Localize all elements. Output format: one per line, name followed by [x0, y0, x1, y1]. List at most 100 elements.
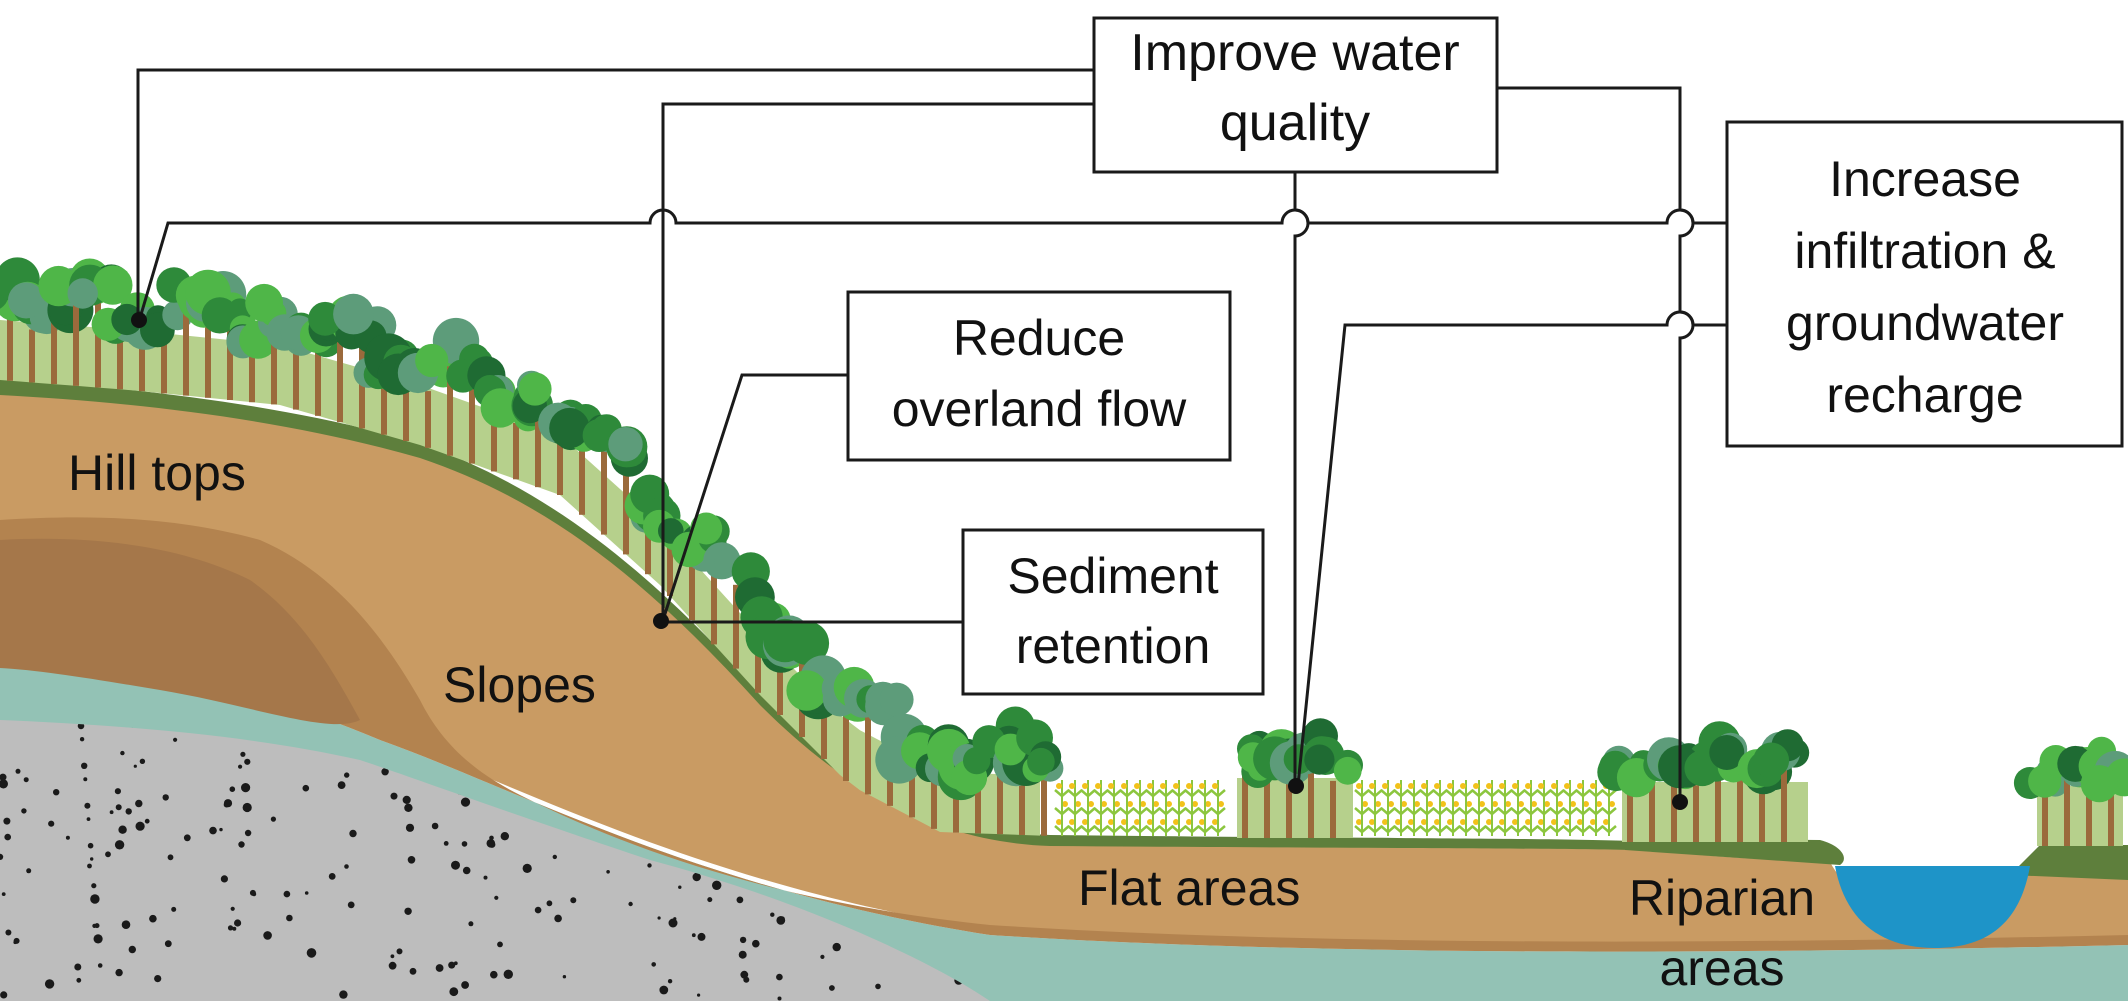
crop-flower	[1538, 819, 1544, 825]
crop-flower	[1192, 801, 1198, 807]
bedrock-dot	[349, 829, 357, 838]
tree-trunk	[579, 443, 585, 515]
bedrock-dot	[381, 768, 389, 776]
crop-flower	[1179, 801, 1185, 807]
tree-trunk	[535, 409, 541, 488]
tree-trunk	[205, 317, 211, 398]
crop-flower	[1082, 783, 1088, 789]
tree-canopy	[1753, 742, 1790, 779]
box-sediment-line1: Sediment	[1007, 548, 1218, 604]
tree-trunk	[711, 550, 717, 645]
crop-leaf	[1210, 807, 1226, 815]
bedrock-dot	[15, 768, 21, 774]
bedrock-dot	[390, 954, 395, 959]
crop-flower	[1095, 819, 1101, 825]
bedrock-dot	[462, 866, 471, 875]
box-overland-line1: Reduce	[953, 310, 1125, 366]
line-water-quality-riparian	[1497, 86, 1695, 800]
bedrock-dot	[404, 803, 413, 812]
crop-flower	[1121, 783, 1127, 789]
bedrock-dot	[752, 939, 760, 948]
bedrock-dot	[86, 817, 91, 821]
bedrock-dot	[139, 758, 146, 764]
bedrock-dot	[65, 835, 70, 840]
crop-flower	[1101, 801, 1107, 807]
tree-trunk	[513, 422, 519, 480]
tree-trunk	[1781, 767, 1787, 842]
tree-trunk	[139, 334, 145, 392]
tree-trunk	[51, 315, 57, 385]
bedrock-dot	[443, 841, 449, 846]
bedrock-dot	[409, 967, 417, 975]
tree-trunk	[249, 344, 255, 403]
crop-flower	[1499, 819, 1505, 825]
bedrock-dot	[283, 890, 291, 898]
box-infiltration-line1: Increase	[1829, 151, 2021, 207]
tree-cluster-riparian	[1597, 721, 1810, 842]
box-sediment-retention: Sediment retention	[961, 528, 1265, 696]
tree-trunk	[1286, 770, 1292, 838]
crop-flower	[1590, 783, 1596, 789]
crop-flower	[1473, 819, 1479, 825]
bedrock-dot	[270, 816, 276, 822]
crop-flower	[1505, 801, 1511, 807]
bedrock-dot	[162, 794, 169, 801]
tree-trunk	[733, 584, 739, 669]
tree-canopy	[1304, 744, 1335, 775]
bedrock-dot	[554, 914, 562, 923]
connector-lines	[136, 68, 1727, 800]
bedrock-dot	[461, 841, 468, 847]
crops-right	[1354, 780, 1617, 836]
crop-flower	[1356, 783, 1362, 789]
bedrock-dot	[396, 948, 403, 955]
tree-canopy	[201, 297, 238, 334]
bedrock-dot	[3, 817, 11, 825]
bedrock-dot	[570, 897, 577, 904]
crop-flower	[1564, 783, 1570, 789]
crop-flower	[1173, 819, 1179, 825]
crop-flower	[1486, 783, 1492, 789]
tree-trunk	[1330, 780, 1336, 838]
connection-points	[131, 312, 1688, 810]
crop-flower	[1570, 801, 1576, 807]
bedrock-dot	[244, 758, 251, 765]
zone-label-slopes: Slopes	[443, 657, 596, 713]
tree-trunk	[931, 770, 937, 829]
bedrock-dot	[114, 788, 121, 795]
tree-cluster-flat	[1237, 718, 1363, 838]
bedrock-dot	[154, 975, 162, 983]
crop-leaf	[1210, 789, 1226, 797]
line-water-quality-hilltops	[136, 68, 1094, 318]
bedrock-dot	[461, 981, 469, 989]
crop-flower	[1160, 819, 1166, 825]
bedrock-dot	[135, 799, 143, 808]
bedrock-dot	[712, 880, 722, 890]
bedrock-dot	[0, 853, 4, 861]
tree-trunk	[2064, 775, 2070, 846]
bedrock-dot	[87, 863, 92, 869]
crop-flower	[1486, 819, 1492, 825]
tree-trunk	[1693, 785, 1699, 842]
bedrock-dot	[21, 808, 27, 814]
bedrock-dot	[691, 933, 696, 938]
soil-mid-layer	[0, 517, 2128, 952]
bedrock-dot	[460, 797, 471, 807]
bedrock-dot	[451, 860, 460, 870]
tree-trunk	[1264, 775, 1270, 838]
bedrock-dot	[238, 764, 243, 769]
bedrock-dot	[344, 864, 349, 869]
crop-flower	[1466, 801, 1472, 807]
crop-flower	[1421, 819, 1427, 825]
crop-flower	[1408, 819, 1414, 825]
tree-trunk	[2086, 766, 2092, 846]
crop-flower	[1479, 801, 1485, 807]
bedrock-dot	[832, 942, 841, 952]
bedrock-dot	[770, 912, 775, 917]
bedrock-dot	[4, 833, 11, 841]
bedrock-dot	[240, 751, 246, 757]
tree-cluster-far-bank	[2013, 736, 2128, 846]
crop-flower	[1388, 801, 1394, 807]
crop-flower	[1069, 783, 1075, 789]
box-reduce-overland-flow: Reduce overland flow	[846, 290, 1232, 462]
bedrock-dot	[223, 801, 230, 808]
